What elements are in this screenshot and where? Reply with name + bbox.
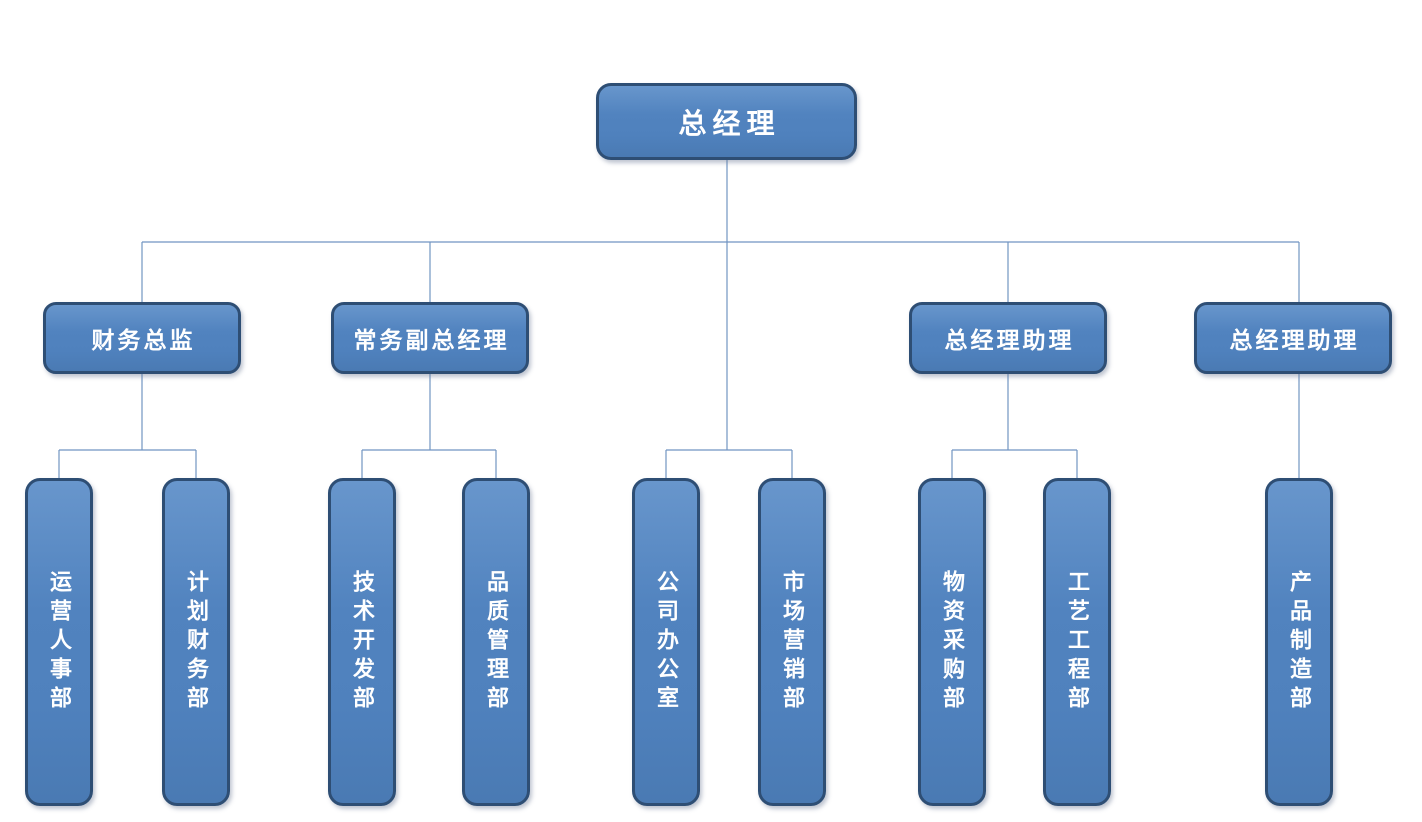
org-node-gm-assistant-2: 总经理助理 — [1194, 302, 1392, 374]
org-node-materials-procurement-dept: 物资采购部 — [918, 478, 986, 806]
connector-family-evp — [361, 374, 497, 478]
org-node-company-office: 公司办公室 — [632, 478, 700, 806]
org-node-finance-director: 财务总监 — [43, 302, 241, 374]
org-node-planning-finance-dept: 计划财务部 — [162, 478, 230, 806]
org-node-quality-management-dept: 品质管理部 — [462, 478, 530, 806]
org-node-executive-deputy-gm: 常务副总经理 — [331, 302, 529, 374]
connector-family-cfo — [58, 374, 197, 478]
org-node-marketing-dept: 市场营销部 — [758, 478, 826, 806]
org-node-operations-hr-dept: 运营人事部 — [25, 478, 93, 806]
org-node-general-manager: 总经理 — [596, 83, 857, 160]
org-node-product-manufacturing-dept: 产品制造部 — [1265, 478, 1333, 806]
org-node-process-engineering-dept: 工艺工程部 — [1043, 478, 1111, 806]
connector-family-gma1 — [951, 374, 1078, 478]
org-node-tech-development-dept: 技术开发部 — [328, 478, 396, 806]
org-node-gm-assistant-1: 总经理助理 — [909, 302, 1107, 374]
connector-family-center — [665, 449, 793, 478]
